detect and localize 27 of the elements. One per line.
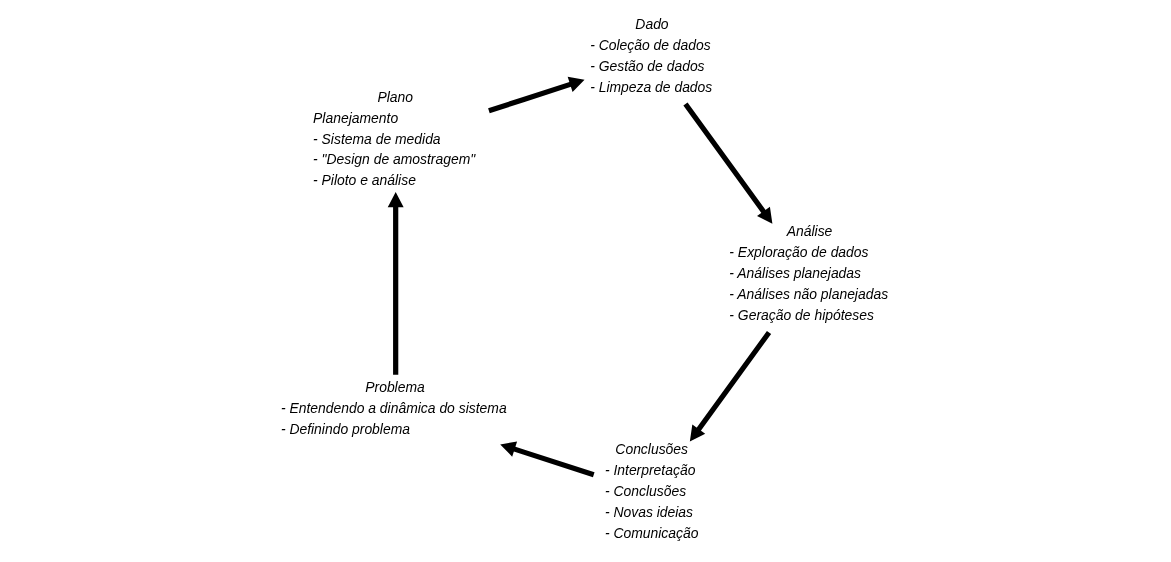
node-label: - Entendendo a dinâmica do sistema (280, 399, 507, 416)
node-label: - Novas ideias (604, 504, 693, 521)
node-label: - Coleção de dados (589, 36, 711, 53)
node-label: - Análises planejadas (728, 265, 861, 282)
node-label: - Definindo problema (280, 420, 410, 437)
node-label: - Limpeza de dados (589, 78, 712, 95)
arrow (689, 330, 771, 442)
node-label: - Geração de hipóteses (728, 306, 874, 323)
node-text: Conclusões (614, 441, 688, 458)
arrow (487, 76, 585, 114)
node-label: - Sistema de medida (312, 130, 441, 147)
node-label: - Comunicação (604, 524, 698, 541)
node-text: Problema (364, 379, 425, 396)
node-text: Análise (786, 223, 832, 240)
node-label: - Gestão de dados (589, 57, 705, 74)
arrow (682, 102, 772, 224)
node-label: Planejamento (312, 109, 398, 126)
node-text: Dado (634, 15, 669, 32)
node-label: - Conclusões (604, 483, 686, 500)
node-label: - "Design de amostragem" (312, 151, 475, 168)
arrow (499, 441, 595, 478)
node-label: - Interpretação (604, 462, 695, 479)
node-label: - Análises não planejadas (728, 286, 888, 303)
node-label: - Piloto e análise (312, 172, 416, 189)
node-label: - Exploração de dados (728, 244, 869, 261)
arrow (387, 192, 404, 375)
node-text: Plano (376, 88, 413, 105)
